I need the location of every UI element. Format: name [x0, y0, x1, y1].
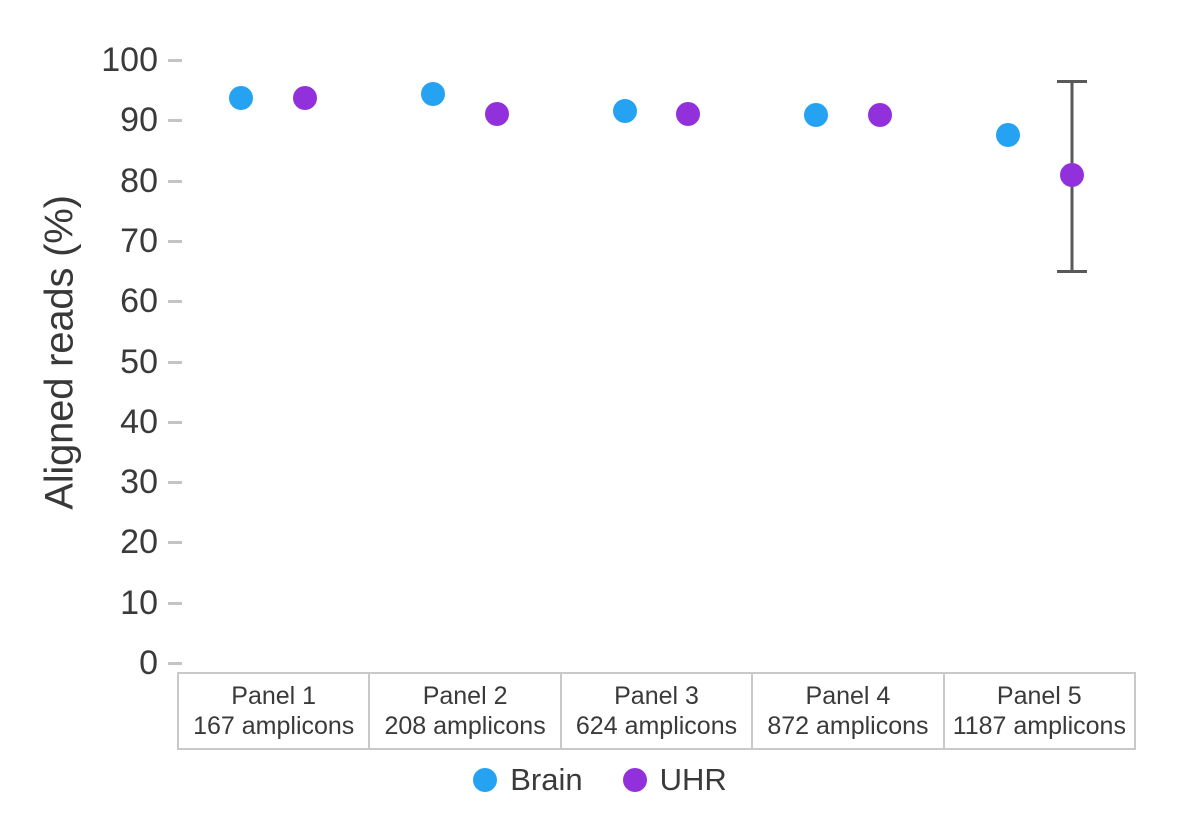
data-point-brain-panel-1 — [228, 85, 253, 110]
facet-strip-title: Panel 1 — [231, 682, 317, 710]
circle-marker-icon — [622, 768, 647, 792]
y-axis-tick-mark — [168, 59, 182, 62]
legend-item-uhr[interactable]: UHR — [622, 762, 727, 798]
facet-strip-title: Panel 2 — [422, 682, 508, 710]
facet-strip-title: Panel 4 — [805, 682, 891, 710]
y-axis-tick-label: 80 — [120, 161, 158, 200]
data-point-uhr-panel-4 — [868, 103, 893, 128]
y-axis-tick-mark — [168, 541, 182, 545]
data-point-brain-panel-5 — [996, 122, 1021, 147]
data-point-uhr-panel-1 — [292, 85, 317, 110]
y-axis-tick-label: 60 — [120, 282, 158, 321]
y-axis-tick-label: 0 — [139, 644, 158, 682]
facet-strip-subtitle: 624 amplicons — [575, 712, 738, 740]
data-point-brain-panel-4 — [804, 103, 829, 128]
y-axis-tick-label: 50 — [120, 342, 158, 381]
legend-item-brain[interactable]: Brain — [473, 762, 583, 798]
legend-label: Brain — [510, 762, 583, 797]
plot-area — [177, 40, 1136, 673]
y-axis-tick-label: 10 — [120, 583, 158, 622]
chart-legend: Brain UHR — [0, 762, 1200, 798]
y-axis-tick-mark — [168, 119, 182, 123]
facet-strip-subtitle: 1187 amplicons — [952, 712, 1126, 740]
y-axis-tick-mark — [168, 300, 182, 304]
y-axis-tick-mark — [168, 420, 182, 424]
data-point-uhr-panel-2 — [484, 102, 509, 127]
error-bar-cap — [1057, 270, 1088, 274]
facet-strip-subtitle: 872 amplicons — [767, 712, 929, 740]
y-axis-tick-mark — [168, 601, 182, 605]
data-point-uhr-panel-3 — [676, 102, 701, 127]
data-point-uhr-panel-5 — [1060, 162, 1085, 187]
facet-strip-title: Panel 3 — [614, 682, 699, 710]
y-axis-tick-mark — [168, 239, 182, 243]
y-axis-tick-label: 70 — [120, 221, 158, 260]
y-axis-tick-mark — [168, 179, 182, 183]
y-axis-tick-mark — [168, 481, 182, 485]
data-point-brain-panel-3 — [612, 99, 637, 124]
circle-marker-icon — [473, 768, 498, 792]
y-axis-tick-label: 90 — [120, 101, 158, 140]
y-axis-tick-label: 20 — [120, 523, 158, 562]
y-axis-tick-label: 40 — [120, 402, 158, 441]
y-axis-tick-labels: 0 10 20 30 40 50 60 70 80 90 100 — [88, 0, 158, 831]
y-axis-tick-label: 30 — [120, 463, 158, 502]
data-point-brain-panel-2 — [420, 81, 445, 106]
legend-label: UHR — [659, 762, 727, 797]
y-axis-title: Aligned reads (%) — [37, 195, 82, 510]
y-axis-tick-mark — [168, 662, 182, 665]
y-axis-tick-mark — [168, 360, 182, 364]
facet-strip-subtitle: 208 amplicons — [384, 712, 546, 740]
facet-strip-title: Panel 5 — [996, 682, 1082, 710]
facet-strip-subtitle: 167 amplicons — [193, 712, 355, 740]
error-bar-cap — [1057, 80, 1088, 84]
y-axis-tick-label: 100 — [101, 41, 158, 79]
